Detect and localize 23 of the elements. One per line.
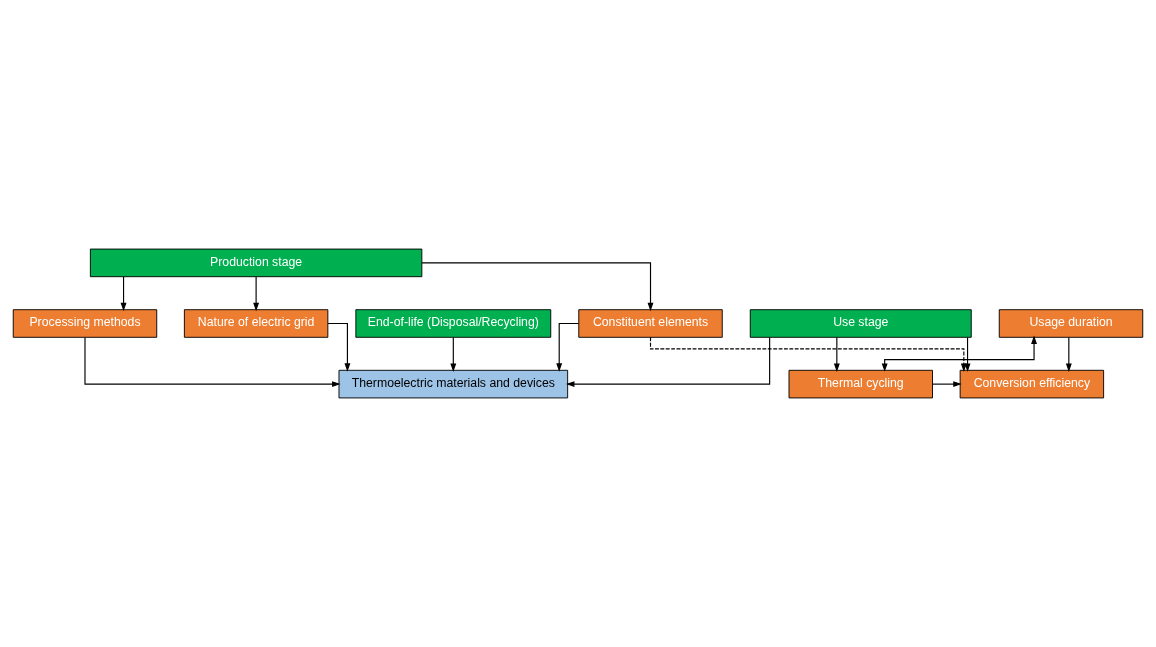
arrow [556,322,580,372]
node-box: Thermoelectric materials and devices [338,369,569,399]
arrow [327,322,351,372]
arrow [881,335,1037,372]
arrow [1065,337,1072,372]
node-box: Nature of electric grid [183,309,329,338]
arrow [566,337,771,388]
node-box: Use stage [749,309,972,338]
arrow [833,337,840,372]
arrow [253,276,260,312]
node-box: Usage duration [998,309,1144,338]
arrow [120,276,127,312]
arrow [964,337,971,372]
node-box: Processing methods [12,309,158,338]
arrow [421,262,654,312]
node-box: End-of-life (Disposal/Recycling) [355,309,552,338]
arrow [932,381,962,388]
arrow [450,337,457,372]
node-box: Conversion efficiency [959,369,1105,399]
node-box: Thermal cycling [788,369,933,399]
arrow [84,337,341,388]
node-box: Constituent elements [578,309,723,338]
node-box: Production stage [89,248,423,278]
